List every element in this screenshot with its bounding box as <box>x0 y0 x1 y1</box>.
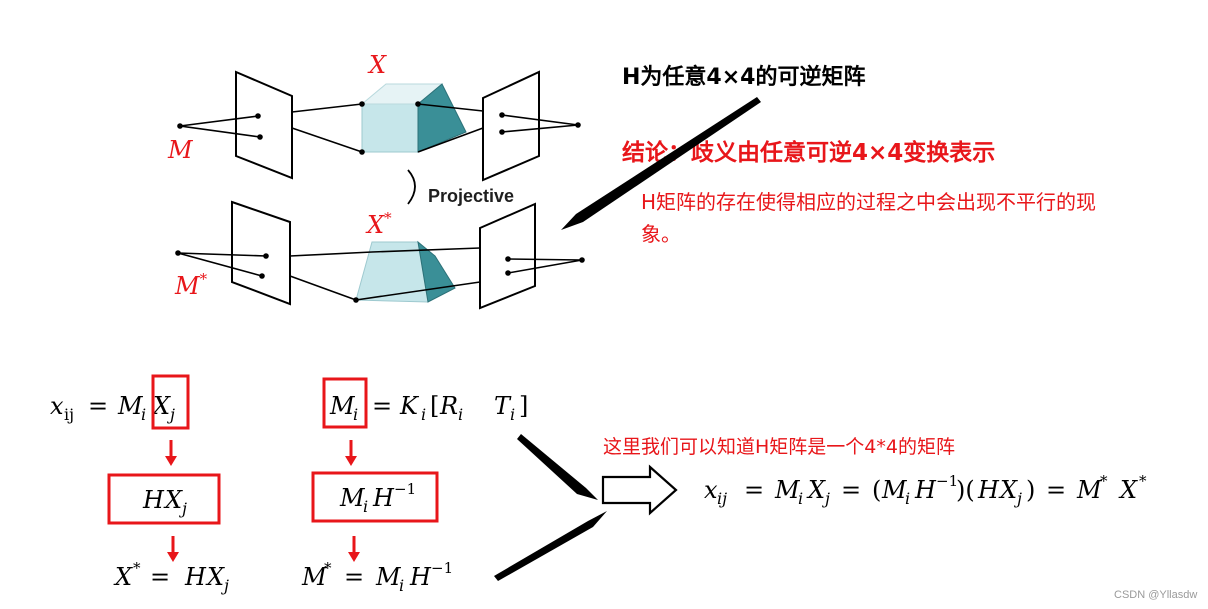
label-M: M <box>167 136 194 164</box>
note-matrix-size: 这里我们可以知道H矩阵是一个4*4的矩阵 <box>603 436 955 458</box>
svg-text:M: M <box>301 563 328 591</box>
distorted-scene: X* M* <box>174 200 585 310</box>
svg-text:i: i <box>458 405 463 424</box>
svg-text:X: X <box>998 476 1018 504</box>
svg-text:=: = <box>372 392 392 420</box>
left-image-plane <box>235 70 293 180</box>
arrow-from-bottom <box>494 511 607 581</box>
original-scene: X M <box>167 51 581 182</box>
top-rays <box>179 103 579 153</box>
svg-text:i: i <box>510 405 515 424</box>
svg-text:H: H <box>142 486 165 514</box>
svg-text:=: = <box>1046 476 1066 504</box>
note-explain-line2: 象。 <box>641 222 681 246</box>
note-explain-line1: H矩阵的存在使得相应的过程之中会出现不平行的现 <box>641 190 1096 214</box>
svg-text:K: K <box>399 392 420 420</box>
bottom-rays <box>177 247 583 301</box>
svg-text:H: H <box>409 563 432 591</box>
label-X-star: X* <box>365 209 392 239</box>
svg-text:M: M <box>774 476 801 504</box>
svg-text:X: X <box>806 476 826 504</box>
cube <box>360 83 467 153</box>
pointer-arrow <box>561 97 761 230</box>
svg-text:X: X <box>163 486 183 514</box>
svg-text:−1: −1 <box>936 472 958 490</box>
svg-text:−1: −1 <box>431 559 453 577</box>
svg-text:i: i <box>399 576 404 595</box>
highlight-box-Mi <box>322 377 368 429</box>
svg-text:=: = <box>88 392 108 420</box>
svg-text:i: i <box>363 497 368 516</box>
note-h-matrix: H为任意4×4的可逆矩阵 <box>622 64 865 90</box>
watermark: CSDN @Yllasdw <box>1114 589 1197 601</box>
svg-text:i: i <box>353 405 358 424</box>
svg-text:*: * <box>324 559 332 577</box>
svg-text:M: M <box>375 563 402 591</box>
right-image-plane-distorted <box>479 202 536 310</box>
svg-text:X: X <box>151 392 171 420</box>
svg-text:M: M <box>1076 476 1103 504</box>
svg-text:]: ] <box>519 392 528 420</box>
svg-text:=: = <box>841 476 861 504</box>
projective-bracket <box>407 169 416 205</box>
svg-text:M: M <box>881 476 908 504</box>
label-M-star: M* <box>174 270 208 300</box>
svg-text:ij: ij <box>64 405 74 424</box>
equation-column-2: M i = K i [ R i T i ] M i H −1 M * = M i… <box>301 377 528 595</box>
svg-text:i: i <box>421 405 426 424</box>
distorted-cube <box>355 240 456 303</box>
right-image-plane <box>482 70 540 182</box>
label-X: X <box>367 51 387 79</box>
svg-text:M: M <box>117 392 144 420</box>
svg-text:*: * <box>1139 472 1147 490</box>
svg-text:)(: )( <box>956 476 975 504</box>
bottom-points <box>175 250 585 303</box>
svg-text:H: H <box>914 476 937 504</box>
svg-text:j: j <box>221 576 229 595</box>
box-MiH-inv <box>311 471 439 523</box>
svg-text:*: * <box>133 559 141 577</box>
svg-text:j: j <box>822 489 830 508</box>
svg-text:−1: −1 <box>394 480 416 498</box>
highlight-box-Xj <box>151 374 190 430</box>
svg-text:x: x <box>704 476 718 504</box>
svg-text:M: M <box>329 392 356 420</box>
svg-text:=: = <box>344 563 364 591</box>
final-equation: x ij = M i X j = ( M i H −1 )( H X j ) =… <box>704 472 1147 508</box>
svg-text:H: H <box>372 484 395 512</box>
svg-text:j: j <box>179 499 187 518</box>
svg-text:j: j <box>167 405 175 424</box>
svg-text:M: M <box>339 484 366 512</box>
svg-text:(: ( <box>872 476 881 504</box>
svg-text:T: T <box>494 392 512 420</box>
svg-text:X: X <box>205 563 225 591</box>
box-HXj <box>107 473 221 525</box>
svg-text:i: i <box>141 405 146 424</box>
equation-column-1: x ij = M i X j H X j X * = H X j <box>50 374 229 595</box>
hollow-implication-arrow <box>601 464 678 516</box>
svg-text:i: i <box>905 489 910 508</box>
svg-text:ij: ij <box>717 489 727 508</box>
left-image-plane-distorted <box>231 200 291 306</box>
svg-text:j: j <box>1014 489 1022 508</box>
arrow-from-top <box>517 434 598 500</box>
svg-text:X: X <box>113 563 133 591</box>
svg-text:x: x <box>50 392 64 420</box>
svg-text:*: * <box>1100 472 1108 490</box>
svg-text:R: R <box>439 392 458 420</box>
svg-text:=: = <box>744 476 764 504</box>
projective-label: Projective <box>428 186 514 206</box>
top-points <box>177 101 581 155</box>
svg-text:X: X <box>1118 476 1138 504</box>
svg-text:H: H <box>977 476 1000 504</box>
svg-text:): ) <box>1026 476 1035 504</box>
svg-text:i: i <box>798 489 803 508</box>
svg-text:=: = <box>150 563 170 591</box>
svg-text:H: H <box>184 563 207 591</box>
svg-text:[: [ <box>430 392 439 420</box>
